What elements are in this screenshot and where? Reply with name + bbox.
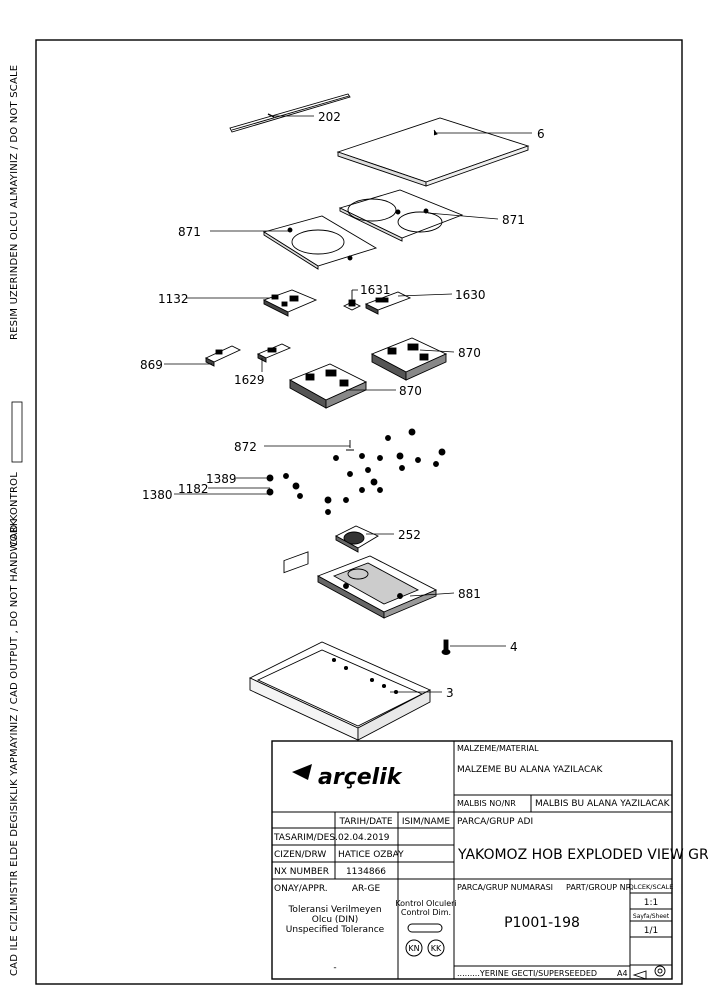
superseded: .........YERINE GECTI/SUPERSEEDED (457, 969, 597, 978)
row-nx-value: 1134866 (346, 867, 386, 877)
leader-lines (164, 115, 532, 693)
kn-mark: KN (408, 944, 419, 953)
part-4-bolt (441, 639, 451, 655)
tolerance-dash: - (333, 963, 336, 973)
col-date: TARIH/DATE (338, 817, 392, 827)
scale-label: OLCEK/SCALE (629, 883, 674, 891)
arcelik-logo: arçelik (318, 765, 403, 790)
malbis-label: MALBIS NO/NR (457, 799, 516, 808)
callout-1389: 1389 (206, 472, 237, 486)
side-text-cad-control: CAD KONTROL (9, 472, 20, 547)
group-number: P1001-198 (504, 915, 580, 931)
part-name: YAKOMOZ HOB EXPLODED VIEW GR (457, 847, 708, 863)
part-870-power-board-lower (288, 363, 368, 409)
tolerance-line-3: Unspecified Tolerance (286, 925, 385, 935)
part-871-plate-left (262, 215, 378, 270)
callout-1380: 1380 (142, 488, 173, 502)
callout-1631: 1631 (360, 283, 391, 297)
material-value: MALZEME BU ALANA YAZILACAK (457, 765, 603, 775)
drawing-frame (35, 39, 683, 985)
callout-1629: 1629 (234, 373, 265, 387)
callout-202: 202 (318, 110, 341, 124)
arcelik-logo-mark-icon (292, 764, 312, 780)
callout-1182: 1182 (178, 482, 209, 496)
callout-4: 4 (510, 640, 518, 654)
part-872-screws (266, 428, 446, 515)
part-3-bottom-tray (248, 551, 432, 741)
part-1631-sensor (342, 290, 362, 311)
part-group-label: PARCA/GRUP ADI (457, 817, 533, 827)
material-label: MALZEME/MATERIAL (457, 744, 539, 753)
part-869-small-board (204, 345, 242, 367)
part-871-plate-right (338, 189, 464, 242)
part-870-power-board-upper (370, 337, 448, 381)
part-1629-board (256, 343, 292, 363)
tolerance-line-1: Toleransi Verilmeyen (287, 905, 381, 915)
callout-6: 6 (537, 127, 545, 141)
group-no-label: PARCA/GRUP NUMARASI (457, 883, 553, 892)
callout-872: 872 (234, 440, 257, 454)
part-252-fan (335, 525, 379, 553)
callout-870-lower: 870 (399, 384, 422, 398)
callout-881: 881 (458, 587, 481, 601)
row-design-value: 02.04.2019 (338, 833, 390, 843)
title-block: arçelik MALZEME/MATERIAL MALZEME BU ALAN… (271, 740, 708, 980)
callout-252: 252 (398, 528, 421, 542)
callout-3: 3 (446, 686, 454, 700)
part-202-trim-strip (229, 93, 351, 133)
callout-1132: 1132 (158, 292, 189, 306)
part-group-nr-label: PART/GROUP NR. (566, 883, 633, 892)
tolerance-line-2: Olcu (DIN) (312, 915, 358, 925)
sheet-value: 1/1 (644, 926, 658, 936)
part-881-base-frame (316, 555, 438, 619)
row-design-label: TASARIM/DES. (273, 833, 338, 843)
row-drawer-label: CIZEN/DRW (274, 850, 326, 860)
col-name: ISIM/NAME (402, 817, 450, 827)
callout-1630: 1630 (455, 288, 486, 302)
callout-869: 869 (140, 358, 163, 372)
control-line-2: Control Dim. (401, 908, 451, 917)
callout-871-right: 871 (502, 213, 525, 227)
side-text-cad-output: CAD ILE CIZILMISTIR ELDE DEGISIKLIK YAPM… (9, 519, 20, 976)
paper-size: A4 (617, 969, 628, 978)
part-1132-control-board (262, 289, 318, 317)
callout-870-upper: 870 (458, 346, 481, 360)
malbis-value: MALBIS BU ALANA YAZILACAK (535, 799, 671, 809)
projection-symbol-icon (632, 965, 666, 980)
part-1630-board (364, 291, 412, 315)
part-6-glass-top (336, 117, 530, 187)
sheet-label: Sayfa/Sheet (633, 913, 670, 920)
row-nx-label: NX NUMBER (274, 867, 329, 877)
scale-value: 1:1 (644, 898, 658, 908)
row-approval-label: ONAY/APPR. (274, 884, 328, 894)
side-text-no-scale: RESIM UZERINDEN OLCU ALMAYINIZ / DO NOT … (9, 65, 20, 340)
kk-mark: KK (431, 944, 442, 953)
row-approval-value: AR-GE (352, 884, 381, 894)
row-drawer-value: HATICE OZBAY (338, 850, 404, 860)
callout-871-left: 871 (178, 225, 201, 239)
control-line-1: Kontrol Olculeri (395, 899, 456, 908)
cad-control-box (11, 401, 23, 463)
